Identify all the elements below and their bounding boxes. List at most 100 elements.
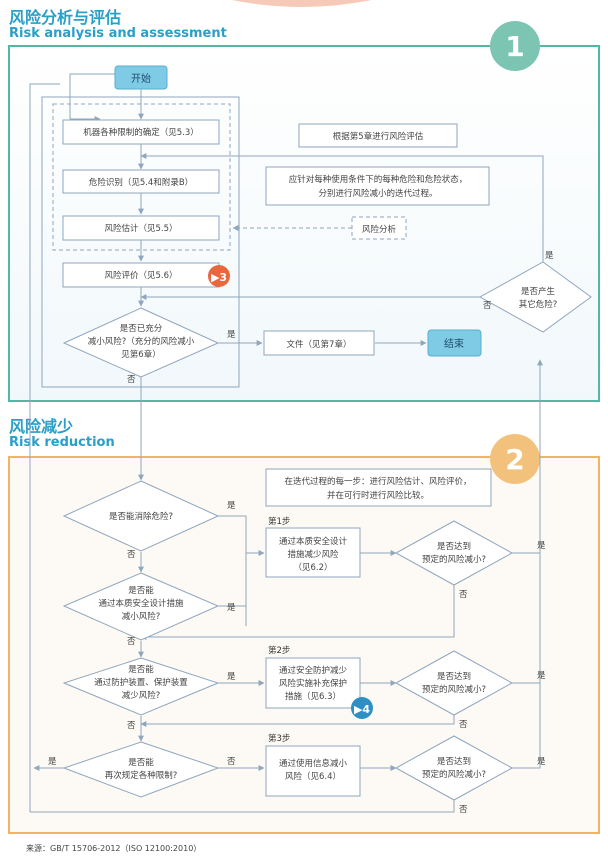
section2-number: 2	[505, 443, 524, 476]
achieved-decision-2: 是否达到 预定的风险减小?	[394, 650, 514, 716]
svg-text:通过安全防护减少: 通过安全防护减少	[279, 665, 348, 676]
svg-text:否: 否	[459, 590, 468, 600]
svg-text:▶3: ▶3	[211, 271, 227, 284]
svg-text:是: 是	[537, 541, 546, 551]
start-node: 开始	[114, 65, 168, 90]
adequately-reduced-decision: 是否已充分 减小风险?（充分的风险减小 见第6章）	[62, 307, 220, 378]
step3-box: 通过使用信息减小 风险（见6.4）	[265, 745, 361, 797]
svg-text:通过本质安全设计措施: 通过本质安全设计措施	[98, 598, 184, 609]
svg-text:通过本质安全设计: 通过本质安全设计	[279, 536, 348, 547]
svg-text:通过防护装置、保护装置: 通过防护装置、保护装置	[94, 677, 188, 688]
svg-text:危险识别（见5.4和附录B）: 危险识别（见5.4和附录B）	[89, 177, 193, 188]
document-box: 文件（见第7章）	[263, 330, 375, 356]
risk-estimation-box: 风险估计（见5.5）	[62, 215, 220, 241]
section2-number-badge	[490, 434, 540, 484]
svg-text:是否产生: 是否产生	[521, 286, 556, 297]
svg-text:措施减少风险: 措施减少风险	[287, 549, 339, 560]
iterate-note: 应针对每种使用条件下的每种危险和危险状态， 分别进行风险减小的迭代过程。	[265, 166, 490, 206]
limits-box: 机器各种限制的确定（见5.3）	[62, 119, 220, 145]
svg-text:否: 否	[127, 375, 136, 385]
svg-text:是否能: 是否能	[128, 585, 154, 596]
step2-box: 通过安全防护减少 风险实施补充保护 措施（见6.3）	[265, 657, 361, 709]
svg-text:是: 是	[537, 671, 546, 681]
svg-text:通过使用信息减小: 通过使用信息减小	[279, 758, 348, 769]
step1-label: 第1步	[268, 516, 290, 527]
chapter5-note: 根据第5章进行风险评估	[298, 123, 458, 148]
step-note: 在迭代过程的每一步：进行风险估计、风险评价， 并在可行时进行风险比较。	[265, 468, 492, 507]
achieved-decision-3: 是否达到 预定的风险减小?	[394, 735, 514, 801]
svg-text:分别进行风险减小的迭代过程。: 分别进行风险减小的迭代过程。	[318, 188, 437, 199]
section1-number-badge	[490, 21, 540, 71]
svg-text:风险分析: 风险分析	[362, 224, 397, 235]
guard-decision: 是否能 通过防护装置、保护装置 减少风险?	[62, 657, 220, 716]
svg-text:风险实施补充保护: 风险实施补充保护	[279, 678, 347, 689]
top-decoration	[232, 0, 372, 7]
svg-text:是: 是	[227, 330, 236, 340]
svg-text:是否达到: 是否达到	[437, 671, 471, 682]
svg-text:结束: 结束	[444, 337, 464, 350]
svg-text:预定的风险减小?: 预定的风险减小?	[422, 684, 486, 695]
svg-text:是否达到: 是否达到	[437, 541, 471, 552]
end-node: 结束	[427, 329, 482, 357]
svg-text:是: 是	[227, 603, 236, 613]
svg-text:再次规定各种限制?: 再次规定各种限制?	[105, 770, 178, 781]
hazard-id-box: 危险识别（见5.4和附录B）	[62, 169, 220, 194]
svg-text:是否已充分: 是否已充分	[120, 323, 163, 334]
svg-text:是: 是	[545, 251, 554, 261]
svg-text:否: 否	[459, 805, 468, 815]
branch-labels: 是 否 是 否 是 否 是 否 是 否 是 否 是 否 是 否 是 否	[48, 251, 554, 815]
new-hazard-decision: 是否产生 其它危险?	[478, 261, 592, 333]
svg-text:风险估计（见5.5）: 风险估计（见5.5）	[104, 223, 177, 234]
svg-text:否: 否	[483, 301, 492, 311]
badge-4: ▶4	[351, 697, 373, 719]
svg-text:预定的风险减小?: 预定的风险减小?	[422, 769, 486, 780]
svg-text:其它危险?: 其它危险?	[519, 299, 558, 310]
svg-text:风险评价（见5.6）: 风险评价（见5.6）	[104, 270, 177, 281]
svg-text:▶4: ▶4	[354, 703, 370, 716]
connectors	[29, 73, 544, 813]
svg-text:见第6章）: 见第6章）	[121, 349, 160, 360]
svg-text:减少风险?: 减少风险?	[122, 690, 161, 701]
svg-text:是: 是	[227, 501, 236, 511]
svg-text:是: 是	[537, 757, 546, 767]
source-note: 来源：GB/T 15706-2012（ISO 12100:2010）	[26, 844, 202, 853]
svg-text:开始: 开始	[131, 72, 151, 85]
svg-text:是否能: 是否能	[128, 664, 154, 675]
svg-text:是否能消除危险?: 是否能消除危险?	[109, 511, 173, 522]
svg-text:否: 否	[127, 550, 136, 560]
svg-text:风险（见6.4）: 风险（见6.4）	[285, 771, 341, 782]
step2-label: 第2步	[268, 645, 290, 656]
svg-text:根据第5章进行风险评估: 根据第5章进行风险评估	[333, 131, 424, 142]
section2-title-en: Risk reduction	[9, 435, 115, 450]
svg-text:否: 否	[127, 637, 136, 647]
svg-text:否: 否	[227, 757, 236, 767]
svg-text:文件（见第7章）: 文件（见第7章）	[287, 339, 352, 350]
svg-text:是: 是	[227, 672, 236, 682]
svg-text:并在可行时进行风险比较。: 并在可行时进行风险比较。	[327, 490, 429, 501]
svg-text:措施（见6.3）: 措施（见6.3）	[285, 691, 341, 702]
section1-title-en: Risk analysis and assessment	[9, 26, 227, 41]
achieved-decision-1: 是否达到 预定的风险减小?	[394, 520, 514, 586]
svg-text:否: 否	[459, 720, 468, 730]
svg-text:是否达到: 是否达到	[437, 756, 471, 767]
svg-text:预定的风险减小?: 预定的风险减小?	[422, 554, 486, 565]
svg-text:（见6.2）: （见6.2）	[293, 562, 332, 573]
section1-number: 1	[505, 30, 524, 63]
section1-title-zh: 风险分析与评估	[9, 8, 122, 27]
inherent-design-decision: 是否能 通过本质安全设计措施 减小风险?	[62, 572, 220, 641]
risk-analysis-label: 风险分析	[351, 216, 407, 240]
svg-text:否: 否	[127, 721, 136, 731]
svg-text:是: 是	[48, 757, 57, 767]
redefine-limits-decision: 是否能 再次规定各种限制?	[62, 741, 220, 798]
svg-text:机器各种限制的确定（见5.3）: 机器各种限制的确定（见5.3）	[83, 127, 199, 138]
badge-3: ▶3	[208, 265, 230, 287]
svg-text:在迭代过程的每一步：进行风险估计、风险评价，: 在迭代过程的每一步：进行风险估计、风险评价，	[284, 476, 471, 487]
step3-label: 第3步	[268, 733, 290, 744]
svg-text:减小风险?: 减小风险?	[122, 611, 161, 622]
risk-evaluation-box: 风险评价（见5.6）	[62, 262, 220, 288]
eliminate-decision: 是否能消除危险?	[62, 480, 220, 552]
svg-text:减小风险?（充分的风险减小: 减小风险?（充分的风险减小	[88, 336, 195, 347]
section2-title-zh: 风险减少	[9, 417, 74, 436]
step1-box: 通过本质安全设计 措施减少风险 （见6.2）	[265, 527, 361, 578]
